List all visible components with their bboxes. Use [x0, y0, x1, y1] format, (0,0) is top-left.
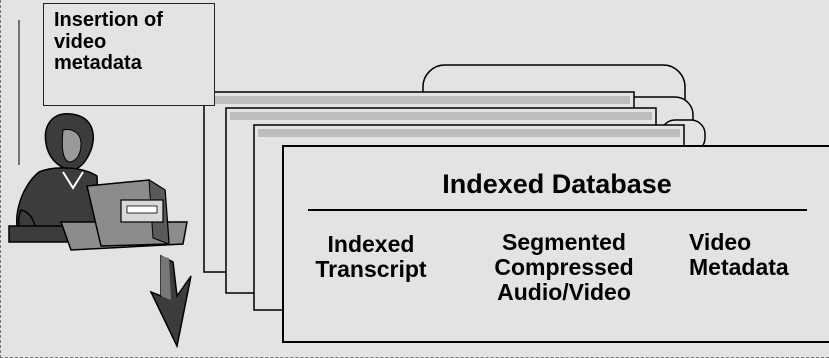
column-label-metadata: Video Metadata: [689, 229, 789, 280]
database-title: Indexed Database: [442, 169, 672, 199]
callout-label: Insertion of video metadata: [54, 9, 163, 75]
database-card-front: [282, 145, 829, 343]
person-at-terminal-icon: [8, 113, 188, 251]
database-card-2-band: [230, 112, 652, 120]
column-label-audio-video: Segmented Compressed Audio/Video: [494, 229, 634, 305]
down-arrow-icon: [149, 254, 192, 349]
callout-box: Insertion of video metadata: [43, 3, 215, 106]
database-card-1-band: [208, 96, 630, 104]
database-card-3-band: [258, 129, 680, 137]
column-label-transcript: Indexed Transcript: [315, 231, 427, 282]
database-stack-icon: [203, 64, 829, 343]
